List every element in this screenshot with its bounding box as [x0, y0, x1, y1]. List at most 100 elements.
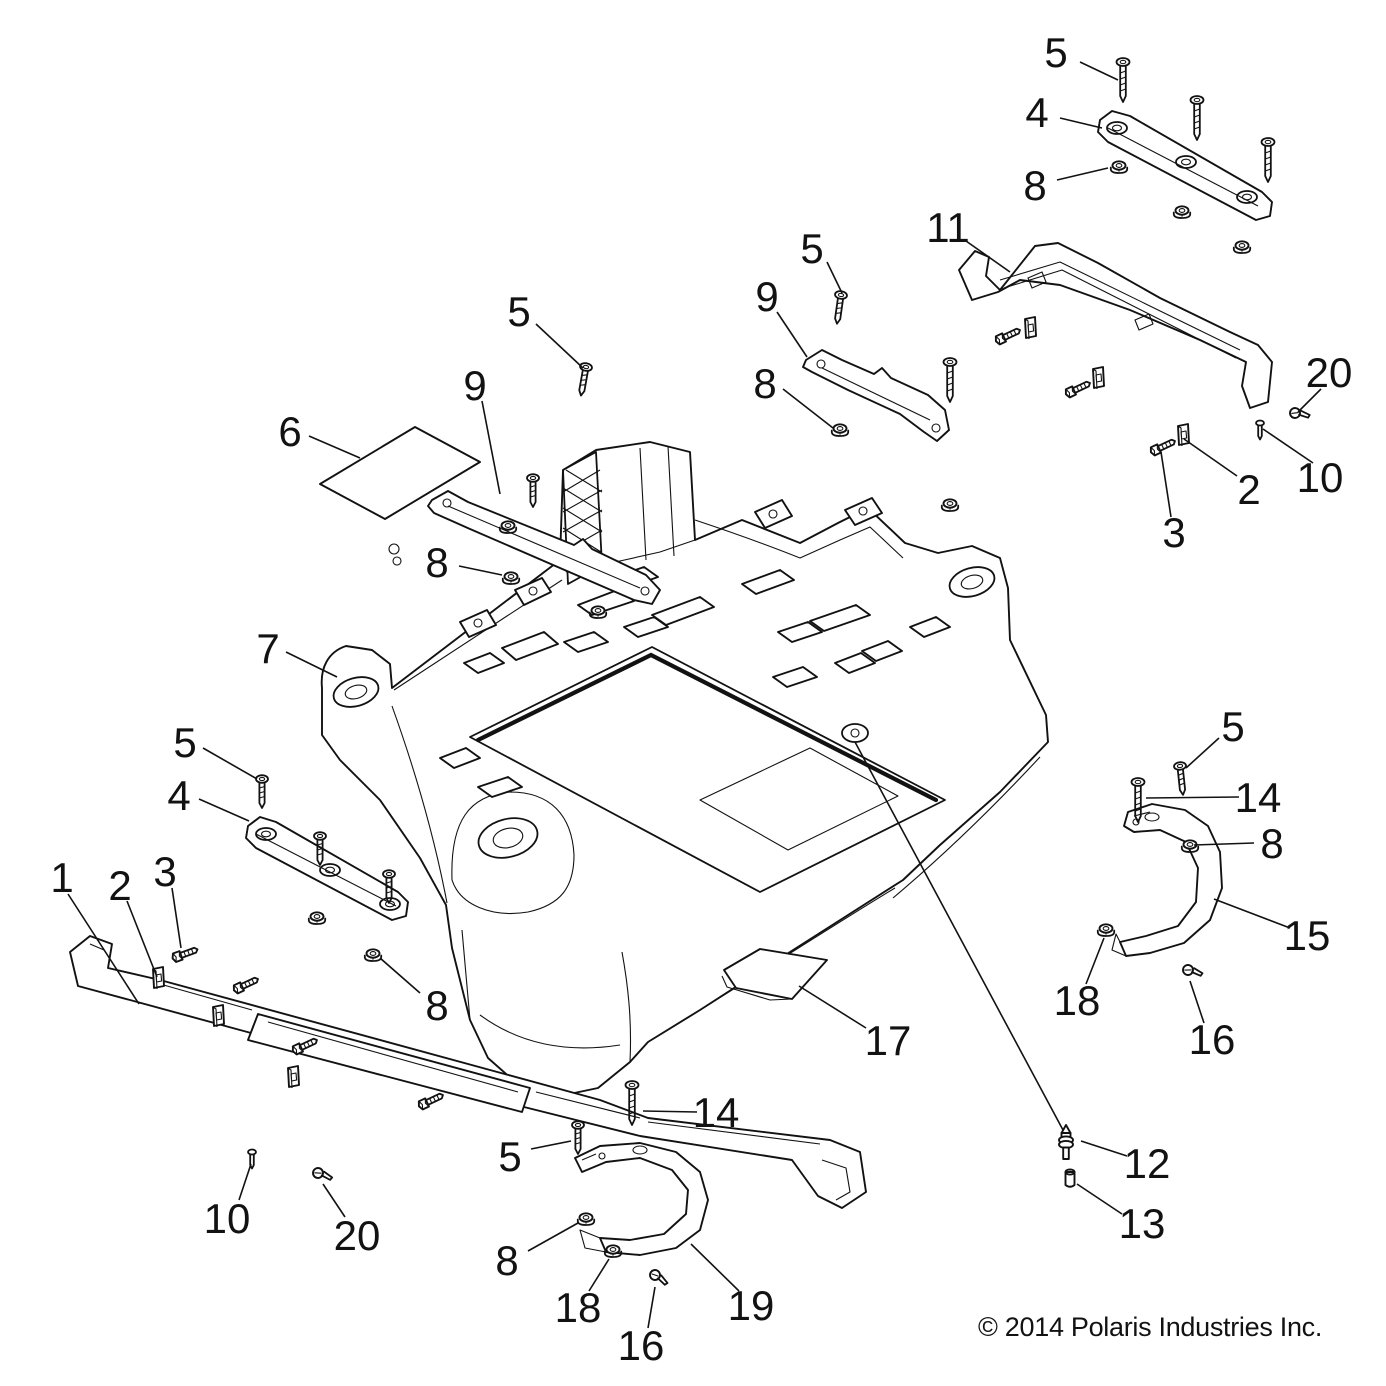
rail-boss [319, 863, 341, 877]
bottom-tower-face [451, 791, 575, 914]
screw-icon [255, 774, 269, 809]
callout-1: 1 [50, 854, 73, 901]
clip-icon [287, 1065, 300, 1089]
decal-outline [319, 426, 481, 520]
callout-18: 18 [555, 1284, 602, 1331]
grommet [388, 543, 400, 555]
nut-icon [830, 423, 850, 437]
trim-slot [1027, 271, 1154, 331]
rail-boss [1175, 155, 1197, 169]
callout-5: 5 [1044, 29, 1067, 76]
callout-13: 13 [1119, 1200, 1166, 1247]
callout-16: 16 [1189, 1016, 1236, 1063]
skirt-lines [391, 705, 1041, 1011]
nut-icon [1096, 923, 1116, 937]
bolt-icon [231, 973, 261, 996]
bracket-outline [802, 349, 950, 442]
mount-hole [850, 728, 860, 738]
callout-3: 3 [1162, 509, 1185, 556]
callout-18: 18 [1054, 977, 1101, 1024]
callout-16: 16 [618, 1322, 665, 1369]
screw-icon [830, 289, 849, 326]
callout-8: 8 [495, 1237, 518, 1284]
bracket-outline [1119, 803, 1223, 957]
callout-20: 20 [1306, 349, 1353, 396]
callout-5: 5 [1221, 703, 1244, 750]
callout-19: 19 [728, 1282, 775, 1329]
trim-slot-inner [267, 1021, 519, 1093]
callout-10: 10 [204, 1195, 251, 1242]
rail-boss [255, 827, 277, 841]
callout-17: 17 [865, 1017, 912, 1064]
decal-sheet [319, 426, 481, 520]
trim-slot [247, 1013, 531, 1113]
callout-7: 7 [256, 625, 279, 672]
callout-4: 4 [167, 772, 190, 819]
arm-tab [754, 499, 793, 529]
bracket-detail [579, 1153, 607, 1253]
right-corner-boss [948, 566, 996, 598]
clip-icon [1177, 423, 1190, 447]
corner-bracket-bottom [574, 1142, 709, 1256]
callout-2: 2 [1237, 466, 1260, 513]
screw-icon [1115, 57, 1131, 103]
rail-outline [1097, 110, 1273, 221]
callout-14: 14 [1235, 774, 1282, 821]
rail-boss [1106, 121, 1128, 135]
nut-icon [588, 605, 608, 619]
trim-rail-upper-right [958, 242, 1273, 409]
callout-4: 4 [1025, 89, 1048, 136]
left-corner-boss-inner [344, 684, 368, 700]
bolt-icon [170, 944, 200, 964]
bolt-icon [416, 1089, 446, 1112]
callout-3: 3 [153, 848, 176, 895]
nut-icon [603, 1244, 623, 1258]
bracket-hole [640, 586, 650, 596]
nut-icon [576, 1212, 596, 1226]
bracket-hole [442, 498, 452, 508]
nut-icon [1180, 839, 1200, 853]
callout-8: 8 [753, 360, 776, 407]
recess-floor [699, 747, 899, 851]
tab-hole [768, 509, 778, 519]
support-bracket-right [802, 349, 950, 442]
callout-14: 14 [693, 1089, 740, 1136]
rail-boss [379, 897, 401, 911]
bolt-icon [1148, 435, 1178, 458]
bracket-detail [1111, 811, 1151, 957]
copyright-text: © 2014 Polaris Industries Inc. [978, 1312, 1322, 1342]
rail-top-right [1097, 110, 1273, 221]
pin-icon [1058, 1124, 1074, 1160]
bolt-icon [1063, 377, 1093, 400]
central-recess [469, 646, 946, 893]
tab-hole [858, 506, 868, 516]
rail-boss [1236, 190, 1258, 204]
callout-5: 5 [507, 288, 530, 335]
bracket-hole [931, 423, 941, 433]
clip-icon [1024, 316, 1037, 340]
corner-bracket-right [1111, 803, 1223, 957]
bracket-boss [632, 1145, 648, 1155]
trim-rail-lower-left [69, 935, 867, 1209]
bolt-icon [993, 324, 1023, 347]
clip-icon [212, 1004, 225, 1028]
tower-edges [461, 929, 632, 1063]
pad-thickness [721, 975, 793, 1001]
clip-icon [1092, 366, 1105, 390]
trim-outline [958, 242, 1273, 409]
nut-icon [1172, 205, 1192, 219]
callout-10: 10 [1297, 454, 1344, 501]
callout-8: 8 [425, 539, 448, 586]
support-bracket-left [427, 490, 661, 605]
bracket-boss [1144, 812, 1160, 822]
callout-2: 2 [108, 862, 131, 909]
grommet [392, 556, 402, 566]
screw-icon [1189, 95, 1205, 141]
sleeve-icon [1064, 1168, 1076, 1188]
screw-icon [247, 1148, 257, 1170]
callout-12: 12 [1124, 1140, 1171, 1187]
screw-icon [571, 1120, 585, 1155]
callout-8: 8 [1260, 820, 1283, 867]
bottom-boss [477, 817, 539, 859]
bracket-hole [816, 359, 826, 369]
